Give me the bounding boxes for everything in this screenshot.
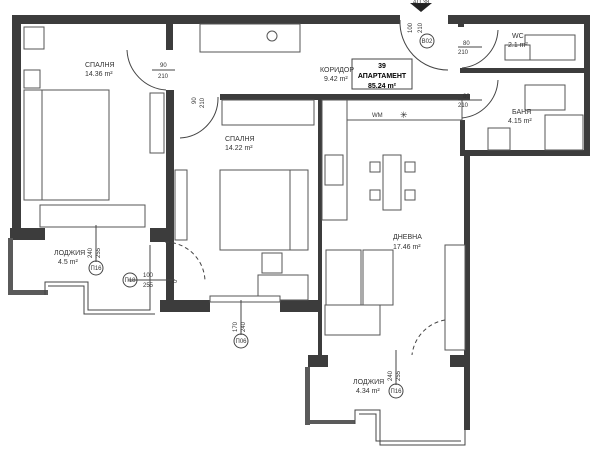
door-4-height: 210 — [458, 103, 469, 109]
door-5-height: 255 — [143, 283, 154, 289]
room-living-area: 17.46 m² — [393, 244, 421, 251]
extractor-icon: ✳ — [400, 110, 408, 120]
room-wc-area: 2.1 m² — [508, 42, 529, 49]
window-3-width: 240 — [388, 370, 394, 381]
door-5-tag: П18 — [125, 278, 137, 284]
room-bedroom-1-name: СПАЛНЯ — [85, 62, 115, 69]
room-bedroom-2-name: СПАЛНЯ — [225, 136, 255, 143]
entrance-door-tag: В02 — [422, 39, 433, 45]
apartment-number: 39 — [378, 63, 386, 70]
room-wc-name: WC — [512, 33, 524, 40]
window-2-tag: П06 — [236, 339, 248, 345]
apartment-area: 85.24 m² — [368, 83, 397, 90]
room-corridor-area: 9.42 m² — [324, 76, 348, 83]
door-5-sill: 0 — [173, 279, 179, 283]
room-bath-area: 4.15 m² — [508, 118, 532, 125]
entrance-arrow-icon — [410, 3, 432, 12]
room-loggia-2-name: ЛОДЖИЯ — [353, 379, 384, 386]
room-bedroom-2-area: 14.22 m² — [225, 145, 253, 152]
door-5-width: 100 — [143, 273, 154, 279]
entrance-door-tag-circle — [419, 33, 435, 49]
door-1-width: 90 — [160, 63, 167, 69]
door-4-width: 80 — [463, 94, 470, 100]
walls — [8, 15, 590, 430]
door-3-height: 210 — [458, 50, 469, 56]
room-living-name: ДНЕВНА — [393, 234, 422, 241]
apartment-label: АПАРТАМЕНТ — [358, 73, 407, 80]
entrance-door-height: 210 — [418, 22, 424, 33]
window-1-tag: П16 — [91, 266, 103, 272]
room-bedroom-1-area: 14.36 m² — [85, 71, 113, 78]
door-1-height: 210 — [158, 74, 169, 80]
window-1-width: 240 — [88, 247, 94, 258]
washer-label: WM — [372, 113, 383, 119]
door-dimensions: 90 210 90 210 80 210 80 210 100 255 0 П1… — [122, 41, 482, 289]
window-3-height: 255 — [396, 370, 402, 381]
room-corridor-name: КОРИДОР — [320, 67, 354, 74]
apartment-summary: 39 АПАРТАМЕНТ 85.24 m² — [351, 58, 413, 90]
window-tags: 240 255 П16 170 240 П06 240 255 П16 — [88, 225, 404, 399]
window-3-tag: П16 — [391, 389, 403, 395]
entrance-door-width: 100 — [408, 22, 414, 33]
window-1-height: 255 — [96, 247, 102, 258]
entrance-tag: АП.38 — [413, 0, 430, 6]
room-loggia-1-name: ЛОДЖИЯ — [54, 250, 85, 257]
furniture — [23, 23, 584, 351]
window-2-width: 170 — [233, 321, 239, 332]
room-loggia-1-area: 4.5 m² — [58, 259, 79, 266]
door-swings — [126, 19, 499, 356]
door-2-height: 210 — [200, 97, 206, 108]
door-2-width: 90 — [192, 97, 198, 104]
door-3-width: 80 — [463, 41, 470, 47]
room-bath-name: БАНЯ — [512, 109, 531, 116]
window-2-height: 240 — [241, 321, 247, 332]
room-loggia-2-area: 4.34 m² — [356, 388, 380, 395]
